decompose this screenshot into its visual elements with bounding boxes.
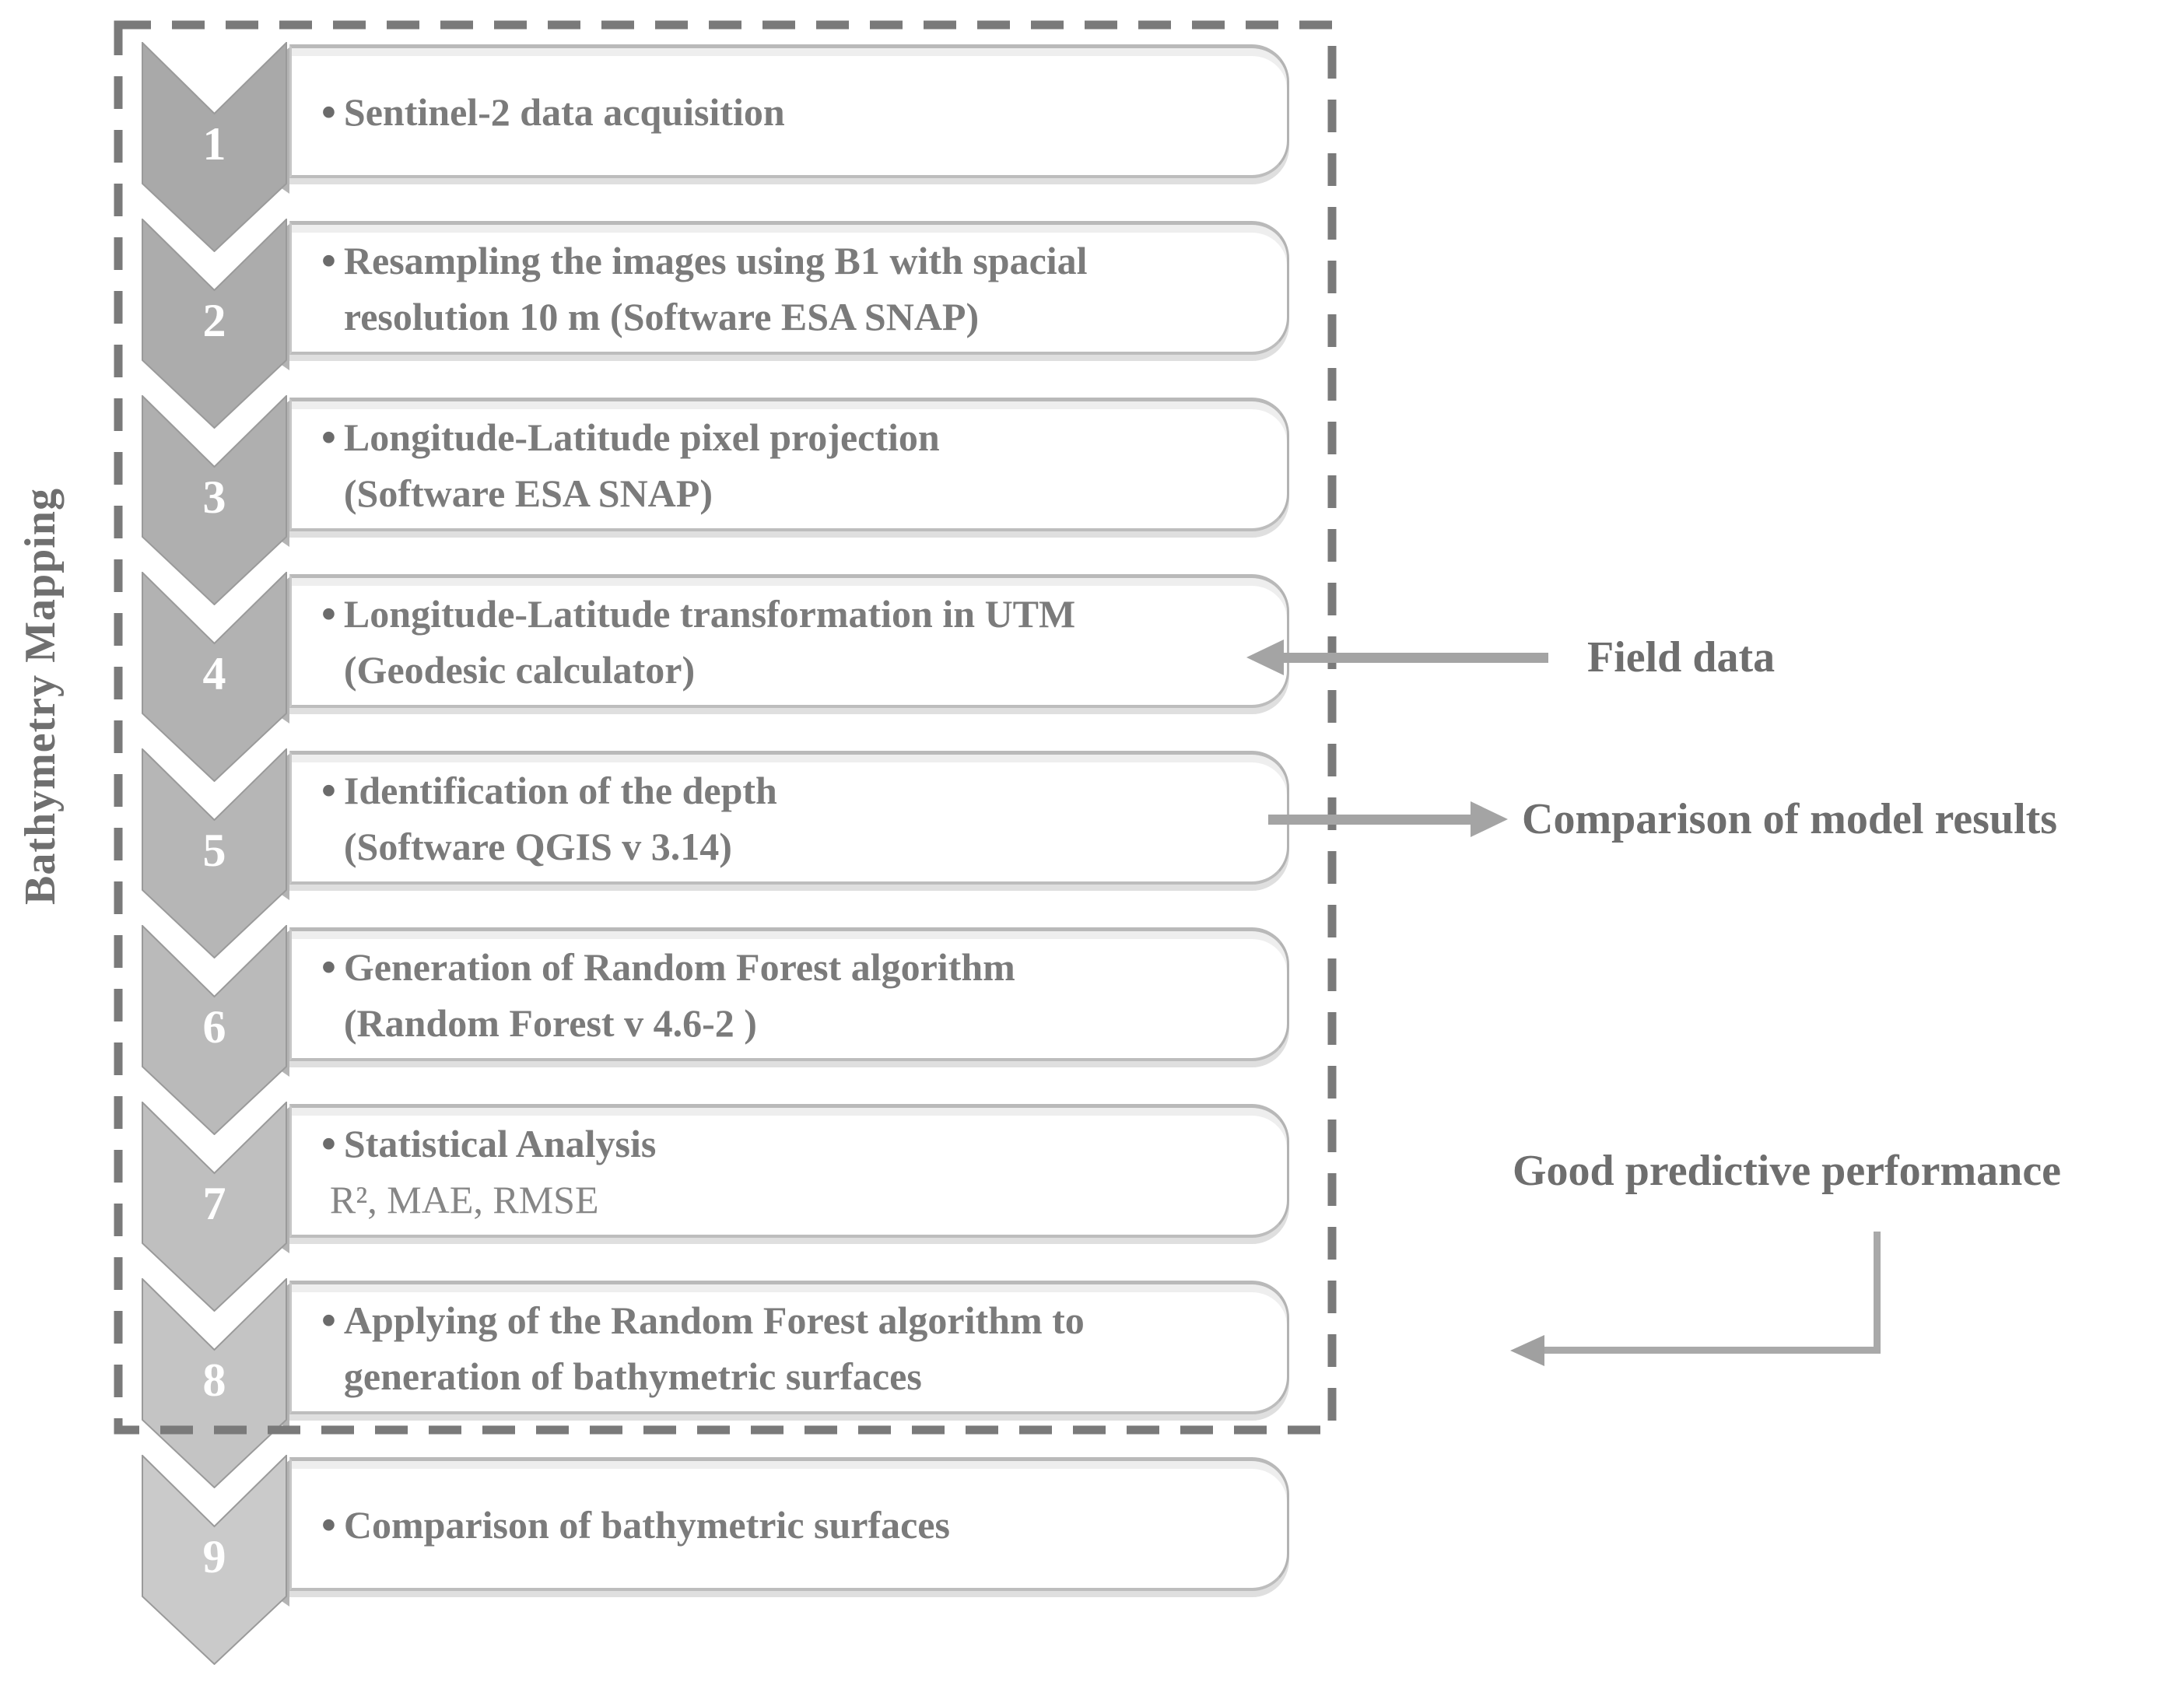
arrow-head-icon [1246,640,1284,675]
bullet-icon: • [321,766,336,814]
step-number: 2 [202,295,226,346]
step-number: 7 [202,1178,226,1229]
bullet-icon: • [321,413,336,461]
step-box: • Resampling the images using B1 with sp… [289,221,1289,355]
bullet-icon: • [321,1120,336,1167]
step-text: generation of bathymetric surfaces [343,1354,922,1398]
step-box: • Identification of the depth (Software … [289,751,1289,885]
step-box: • Comparison of bathymetric surfaces [289,1457,1289,1591]
step-text: Sentinel-2 data acquisition [343,89,785,134]
bullet-icon: • [321,590,336,637]
step-box: • Generation of Random Forest algorithm … [289,927,1289,1061]
step-box: • Longitude-Latitude pixel projection (S… [289,398,1289,531]
step-text: (Random Forest v 4.6-2 ) [343,1000,757,1045]
step-text: Generation of Random Forest algorithm [343,944,1015,989]
step-text: Statistical Analysis [343,1121,657,1165]
step-subtext: R², MAE, RMSE [329,1177,599,1221]
comparison-label: Comparison of model results [1522,795,2058,843]
step-text: Applying of the Random Forest algorithm … [343,1298,1085,1342]
side-label: Bathymetry Mapping [16,488,65,905]
bullet-icon: • [321,88,336,135]
step-box: • Sentinel-2 data acquisition [289,44,1289,178]
step-number: 3 [202,471,226,523]
step-number: 4 [202,648,226,699]
step-text: (Software QGIS v 3.14) [343,824,732,868]
step-box: • Longitude-Latitude transformation in U… [289,574,1289,708]
step-text: Identification of the depth [343,768,777,812]
step-text: Comparison of bathymetric surfaces [343,1502,950,1547]
step-text: Longitude-Latitude pixel projection [343,415,940,459]
step-number: 1 [202,118,226,170]
step-number: 9 [202,1531,226,1582]
field-data-label: Field data [1587,633,1776,682]
bullet-icon: • [321,1296,336,1344]
step-text: (Geodesic calculator) [343,647,696,692]
bullet-icon: • [321,943,336,990]
bullet-icon: • [321,1501,336,1548]
step-text: Longitude-Latitude transformation in UTM [343,591,1076,636]
step-number: 5 [202,825,226,876]
step-number: 8 [202,1354,226,1406]
step-box: • Applying of the Random Forest algorith… [289,1281,1289,1414]
step-number: 6 [202,1001,226,1053]
step-text: Resampling the images using B1 with spac… [343,238,1088,282]
performance-label: Good predictive performance [1513,1147,2062,1195]
step-box: • Statistical Analysis R², MAE, RMSE [289,1104,1289,1238]
bullet-icon: • [321,237,336,284]
arrow-head-icon [1471,801,1508,837]
chevron-arrow-icon: 9 [142,1455,287,1665]
step-text: (Software ESA SNAP) [343,471,713,515]
arrow-head-icon [1510,1335,1544,1366]
step-text: resolution 10 m (Software ESA SNAP) [343,294,980,338]
